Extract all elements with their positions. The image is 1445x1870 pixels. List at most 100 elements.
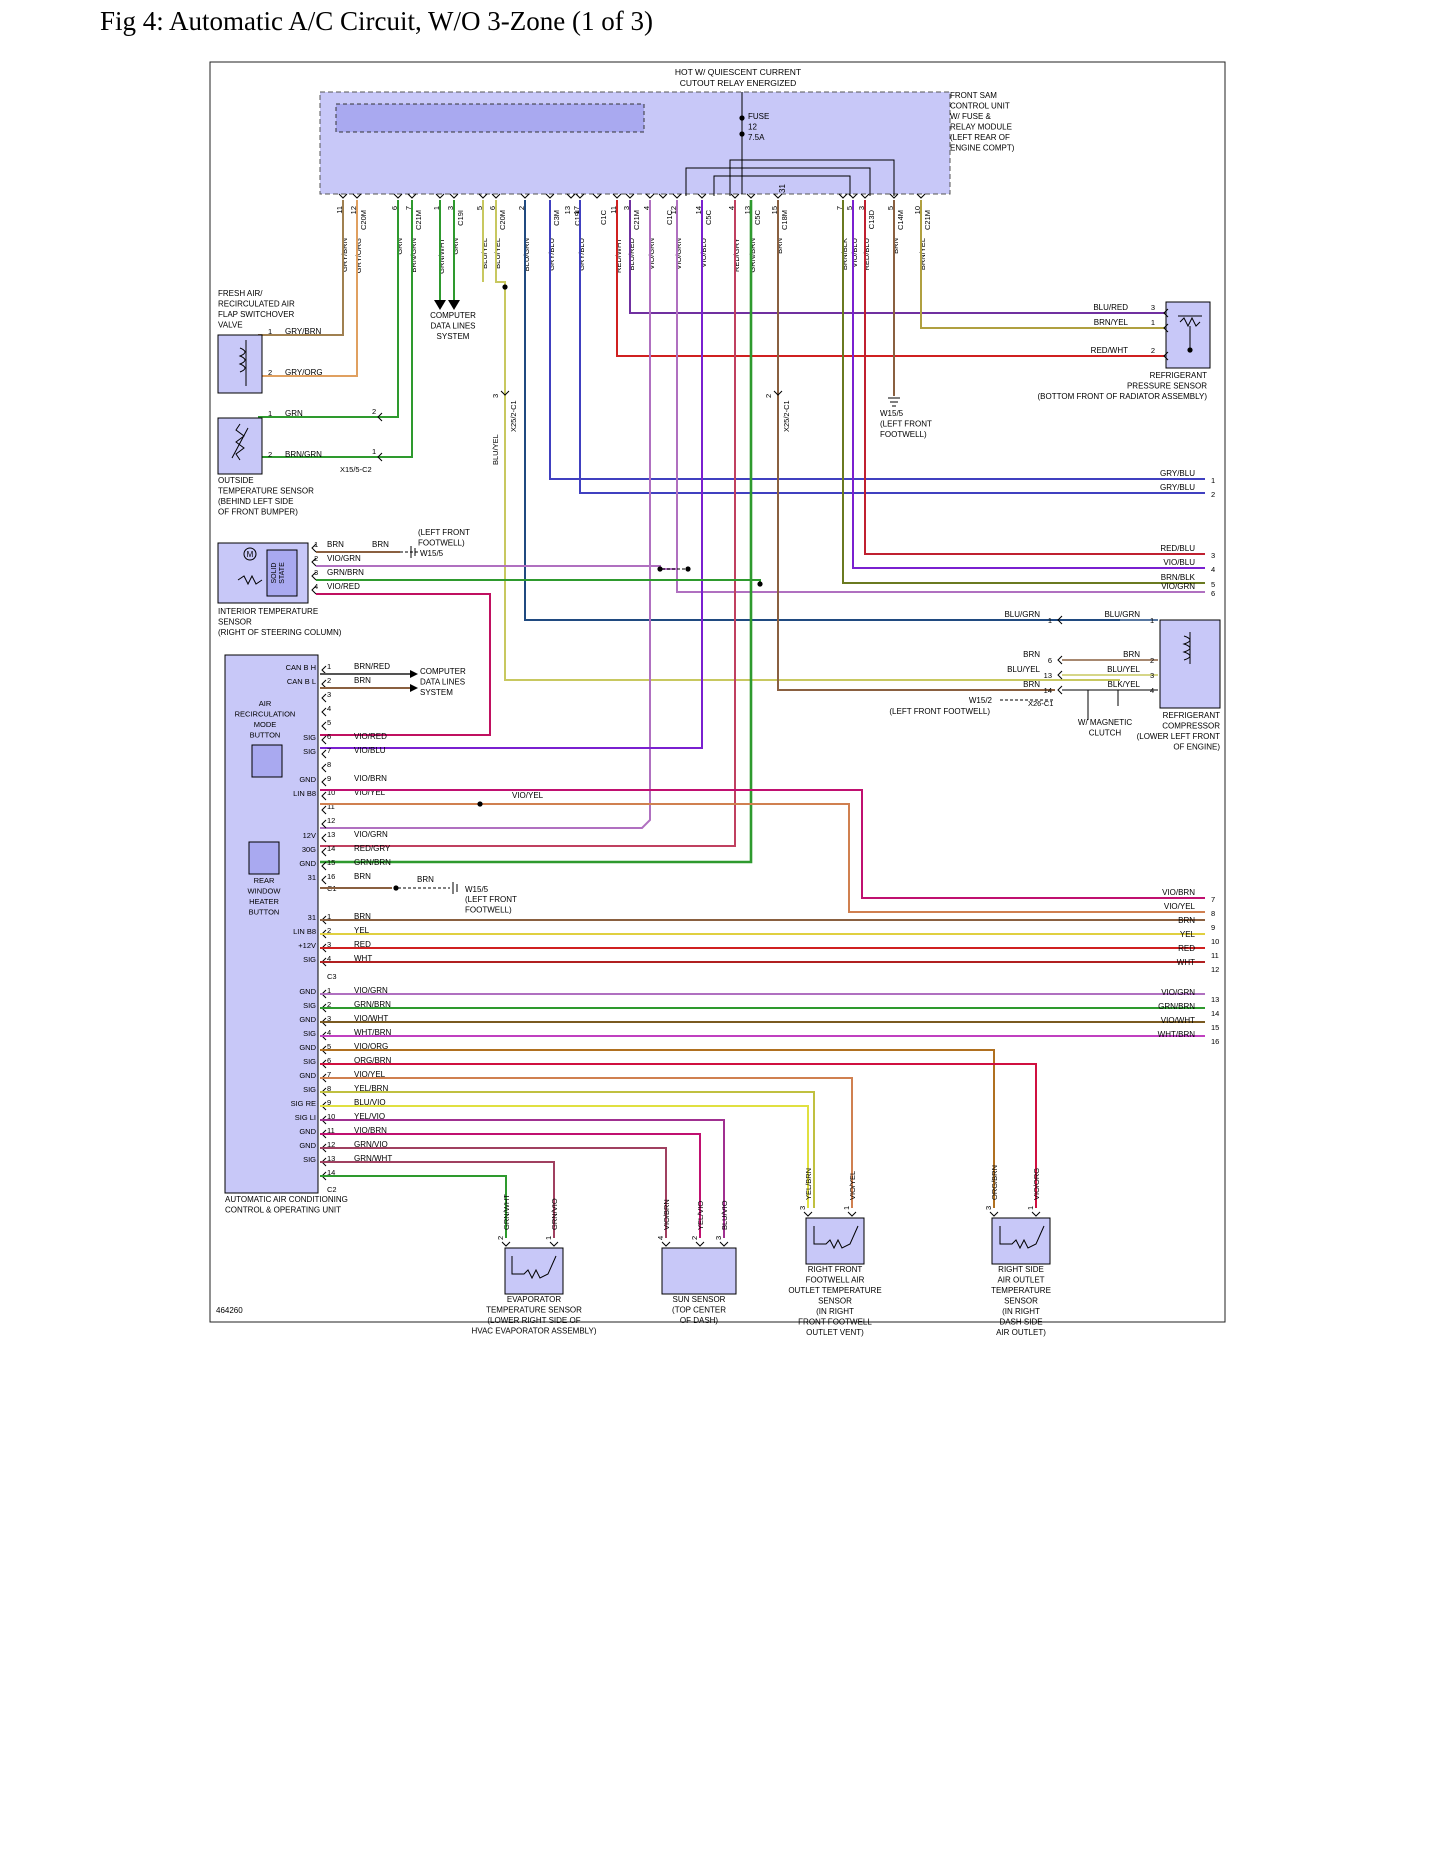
c1-wire-label: VIO/BLU xyxy=(354,746,386,755)
c1-pin-number: 10 xyxy=(327,788,335,797)
c2-pin-number: 2 xyxy=(327,1000,331,1009)
c1-pin xyxy=(321,861,327,871)
x15-connector-id: X15/5-C2 xyxy=(340,465,372,474)
pin-label: 2 xyxy=(268,450,272,459)
interior-temp-pin xyxy=(311,571,317,581)
c3-wire-label: RED xyxy=(354,940,371,949)
thermistor-icon xyxy=(511,1255,557,1280)
top-connector-id: C19I xyxy=(456,210,465,226)
solid-state-label: STATE xyxy=(279,562,286,584)
c1-wire-label: VIO/BRN xyxy=(354,774,387,783)
top-connector-id: C1C xyxy=(599,209,608,225)
fuse-label: FUSE xyxy=(748,112,769,121)
c2-wire-label: WHT/BRN xyxy=(354,1028,392,1037)
top-pin-number: 6 xyxy=(390,206,399,210)
recirc-label: AIR xyxy=(259,699,272,708)
top-pin-number: 13 xyxy=(743,206,752,214)
wire-grn xyxy=(258,200,399,418)
top-connector-id: C14M xyxy=(896,210,905,230)
compressor-label: (LOWER LEFT FRONT xyxy=(1137,732,1221,741)
right-wire-number: 4 xyxy=(1211,565,1215,574)
c3-pin-number: 4 xyxy=(327,954,331,963)
interior-temp-pin xyxy=(311,543,317,553)
sun-sensor-label: OF DASH) xyxy=(680,1316,719,1325)
c1-pin xyxy=(321,833,327,843)
top-wire-label: VIO/GRN xyxy=(647,238,656,270)
figure-id: 464260 xyxy=(216,1306,243,1315)
right-front-footwell-sensor-label: OUTLET VENT) xyxy=(806,1328,864,1337)
right-wire-label: VIO/BRN xyxy=(1162,888,1195,897)
ground-icon xyxy=(452,882,458,894)
top-pin-number: 17 xyxy=(572,206,581,214)
c1-pin xyxy=(321,847,327,857)
hot-label: HOT W/ QUIESCENT CURRENT xyxy=(675,67,801,77)
wire-gry-blu xyxy=(579,200,1205,494)
c2-pin-number: 12 xyxy=(327,1140,335,1149)
top-pin-number: 5 xyxy=(475,206,484,210)
c3-signal: +12V xyxy=(298,941,316,950)
c3-signal: 31 xyxy=(308,913,316,922)
control-unit-label: AUTOMATIC AIR CONDITIONING xyxy=(225,1195,348,1204)
top-wire-label: VIO/GRN xyxy=(674,238,683,270)
compressor-label: COMPRESSOR xyxy=(1162,722,1220,731)
w15-5-label: (LEFT FRONT xyxy=(880,420,932,429)
c1-pin-number: 2 xyxy=(327,676,331,685)
recirc-label: BUTTON xyxy=(250,731,281,740)
sam-internal-bus xyxy=(713,175,851,196)
top-wire-label: BRN/GRN xyxy=(409,238,418,273)
c2-wire-label: YEL/VIO xyxy=(354,1112,385,1121)
top-connector-pin xyxy=(491,193,501,199)
top-connector-pin xyxy=(730,193,740,199)
top-pin-number: 5 xyxy=(886,206,895,210)
sun-sensor-label: SUN SENSOR xyxy=(673,1295,726,1304)
top-pin-number: 12 xyxy=(349,206,358,214)
splice-dot xyxy=(393,885,399,891)
sam-label: FRONT SAM xyxy=(950,91,997,100)
top-wire-label: BLU/RED xyxy=(627,237,636,270)
right-side-outlet-sensor-pin xyxy=(1031,1211,1041,1217)
sun-sensor-pin xyxy=(695,1241,705,1247)
right-side-outlet-sensor-label: (IN RIGHT xyxy=(1002,1307,1040,1316)
right-wire-number: 9 xyxy=(1211,923,1215,932)
pin-label: 3 xyxy=(714,1236,723,1240)
top-connector-pin xyxy=(838,193,848,199)
ground-id: W15/5 xyxy=(465,885,489,894)
wire-label: BRN xyxy=(417,875,434,884)
c1-pin-number: 13 xyxy=(327,830,335,839)
top-pin-number: 11 xyxy=(335,206,344,214)
c1-signal: 12V xyxy=(303,831,316,840)
clutch-coil-icon xyxy=(1182,632,1191,664)
outside-temp-label: OUTSIDE xyxy=(218,476,254,485)
c1-pin xyxy=(321,805,327,815)
c2-signal: SIG LI xyxy=(295,1113,316,1122)
wire-label: GRN/VIO xyxy=(550,1198,559,1230)
pin-label: 4 xyxy=(1150,686,1154,695)
wire-label: BLU/YEL xyxy=(1107,665,1140,674)
top-wire-label: GRN/WHT xyxy=(437,238,446,274)
wire-label: BLU/YEL xyxy=(1007,665,1040,674)
c1-pin-number: 16 xyxy=(327,872,335,881)
right-wire-label: BRN/BLK xyxy=(1161,573,1196,582)
right-wire-number: 7 xyxy=(1211,895,1215,904)
c3-wire-label: WHT xyxy=(354,954,372,963)
c1-wire-label: BRN xyxy=(354,676,371,685)
wire-vio-red xyxy=(316,593,491,736)
right-side-outlet-sensor-pin xyxy=(989,1211,999,1217)
wire-blu-yel xyxy=(495,200,506,395)
right-wire-label: WHT/BRN xyxy=(1158,1030,1196,1039)
pin-label: 1 xyxy=(1151,318,1155,327)
wire-label: BRN/YEL xyxy=(1094,318,1129,327)
pin-label: 2 xyxy=(1151,346,1155,355)
c2-signal: GND xyxy=(299,1141,316,1150)
right-wire-label: RED/BLU xyxy=(1160,544,1195,553)
wire-brn-yel xyxy=(920,200,1165,329)
c2-wire-label: VIO/WHT xyxy=(354,1014,388,1023)
right-wire-label: YEL xyxy=(1180,930,1196,939)
right-wire-number: 16 xyxy=(1211,1037,1219,1046)
right-wire-number: 14 xyxy=(1211,1009,1219,1018)
c2-signal: SIG xyxy=(303,1029,316,1038)
c1-signal: 31 xyxy=(308,873,316,882)
pin-label: 4 xyxy=(314,582,318,591)
pin-label: 14 xyxy=(1044,686,1052,695)
c2-signal: SIG xyxy=(303,1085,316,1094)
